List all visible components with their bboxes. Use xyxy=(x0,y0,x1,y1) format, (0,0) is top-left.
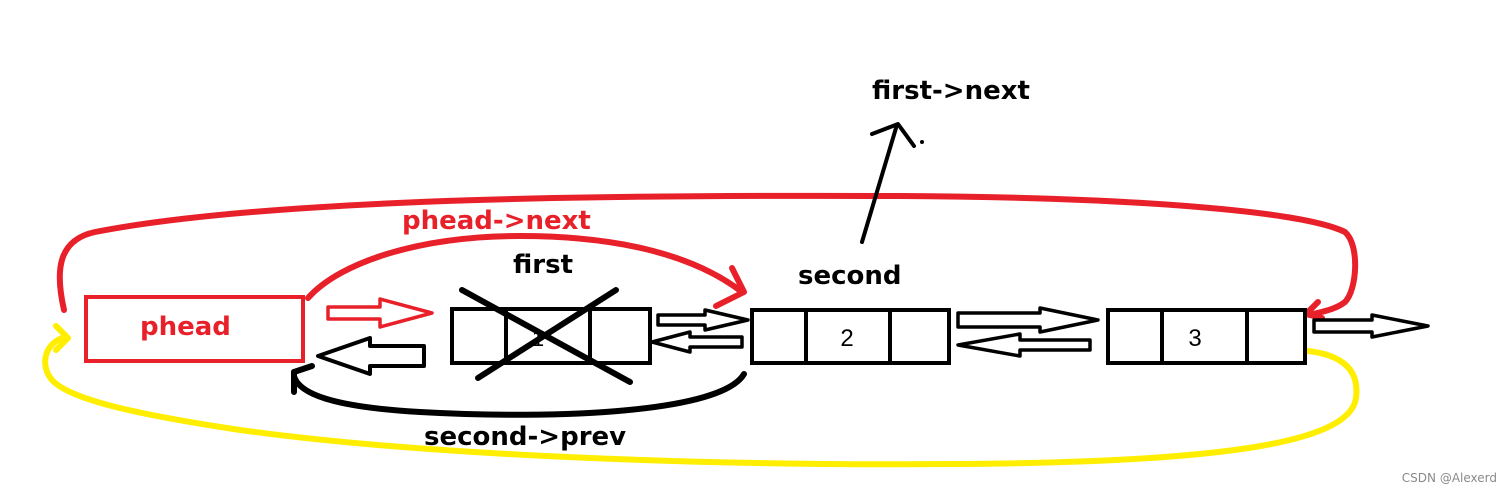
arrow-node3-to-node2 xyxy=(956,332,1092,358)
arrow-node2-to-node1 xyxy=(650,330,744,354)
delete-x-mark xyxy=(459,287,633,385)
phead-box xyxy=(84,295,305,363)
first-next-pointer-line xyxy=(860,126,898,244)
node-2 xyxy=(750,308,951,365)
arrow-node1-to-phead xyxy=(316,336,426,376)
watermark: CSDN @Alexerd xyxy=(1402,471,1497,485)
arrow-node2-to-node3 xyxy=(956,306,1100,334)
label-phead: phead xyxy=(140,312,231,342)
arrow-node1-to-node2 xyxy=(656,308,750,332)
arrow-phead-to-node1 xyxy=(326,297,434,329)
label-second-prev: second->prev xyxy=(424,422,626,452)
stray-dot xyxy=(920,140,924,144)
label-second: second xyxy=(798,261,902,291)
node-3-value: 3 xyxy=(1188,325,1201,352)
label-first: first xyxy=(513,250,573,280)
phead-next-arrowhead xyxy=(713,265,747,309)
yellow-prev-loop xyxy=(42,335,1360,468)
node-2-value: 2 xyxy=(840,325,853,352)
second-prev-arc xyxy=(291,371,747,418)
label-first-next: first->next xyxy=(872,76,1030,106)
second-prev-arrowhead xyxy=(291,363,315,395)
yellow-arrowhead xyxy=(53,323,71,353)
node-3 xyxy=(1106,308,1307,365)
first-next-pointer-arrowhead xyxy=(870,122,916,148)
arrow-node3-next xyxy=(1312,313,1430,339)
label-phead-next: phead->next xyxy=(402,206,591,236)
phead-next-arc xyxy=(305,233,745,301)
outer-red-loop xyxy=(56,192,1359,318)
